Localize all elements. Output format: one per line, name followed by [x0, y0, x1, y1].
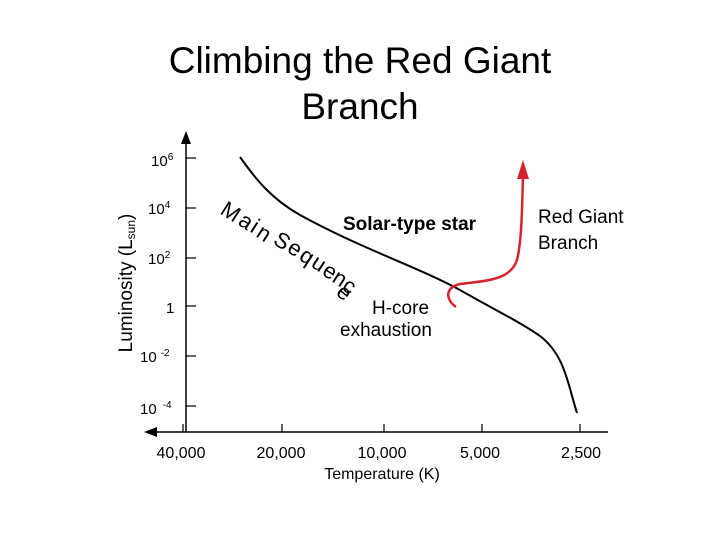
- red-giant-arrowhead: [517, 160, 529, 179]
- y-tick-label-1e-2: 10-2: [140, 348, 170, 366]
- title-line-1: Climbing the Red Giant: [168, 40, 552, 81]
- x-axis-label: Temperature (K): [324, 466, 440, 483]
- red-giant-label-line2: Branch: [538, 233, 598, 254]
- y-tick-label-1: 1: [166, 300, 174, 317]
- y-tick-label-1e2: 102: [148, 250, 171, 268]
- hcore-label-line1: H-core: [372, 298, 429, 319]
- y-axis-label: Luminosity (Lsun): [116, 214, 138, 353]
- y-axis-arrowhead: [181, 131, 191, 144]
- x-tick-label-40000: 40,000: [157, 445, 206, 462]
- x-tick-label-20000: 20,000: [257, 445, 306, 462]
- x-tick-label-10000: 10,000: [358, 445, 407, 462]
- x-tick-label-5000: 5,000: [460, 445, 500, 462]
- slide-title: Climbing the Red Giant Branch: [0, 38, 720, 130]
- y-tick-label-1e4: 104: [148, 200, 171, 218]
- title-line-2: Branch: [301, 86, 419, 127]
- red-giant-track: [447, 177, 525, 309]
- y-tick-label-1e-4: 10-4: [140, 400, 172, 418]
- x-axis-arrowhead: [144, 427, 157, 437]
- solar-type-star-label: Solar-type star: [343, 214, 477, 235]
- main-sequence-curve: [239, 156, 578, 414]
- main-sequence-label: M a i n S e q u e n c e: [216, 196, 361, 305]
- x-ticks: [182, 424, 581, 432]
- hcore-label-line2: exhaustion: [340, 320, 432, 341]
- x-tick-label-2500: 2,500: [561, 445, 601, 462]
- red-giant-label-line1: Red Giant: [538, 207, 624, 228]
- y-ticks: [186, 157, 196, 407]
- y-tick-label-1e6: 106: [151, 152, 174, 170]
